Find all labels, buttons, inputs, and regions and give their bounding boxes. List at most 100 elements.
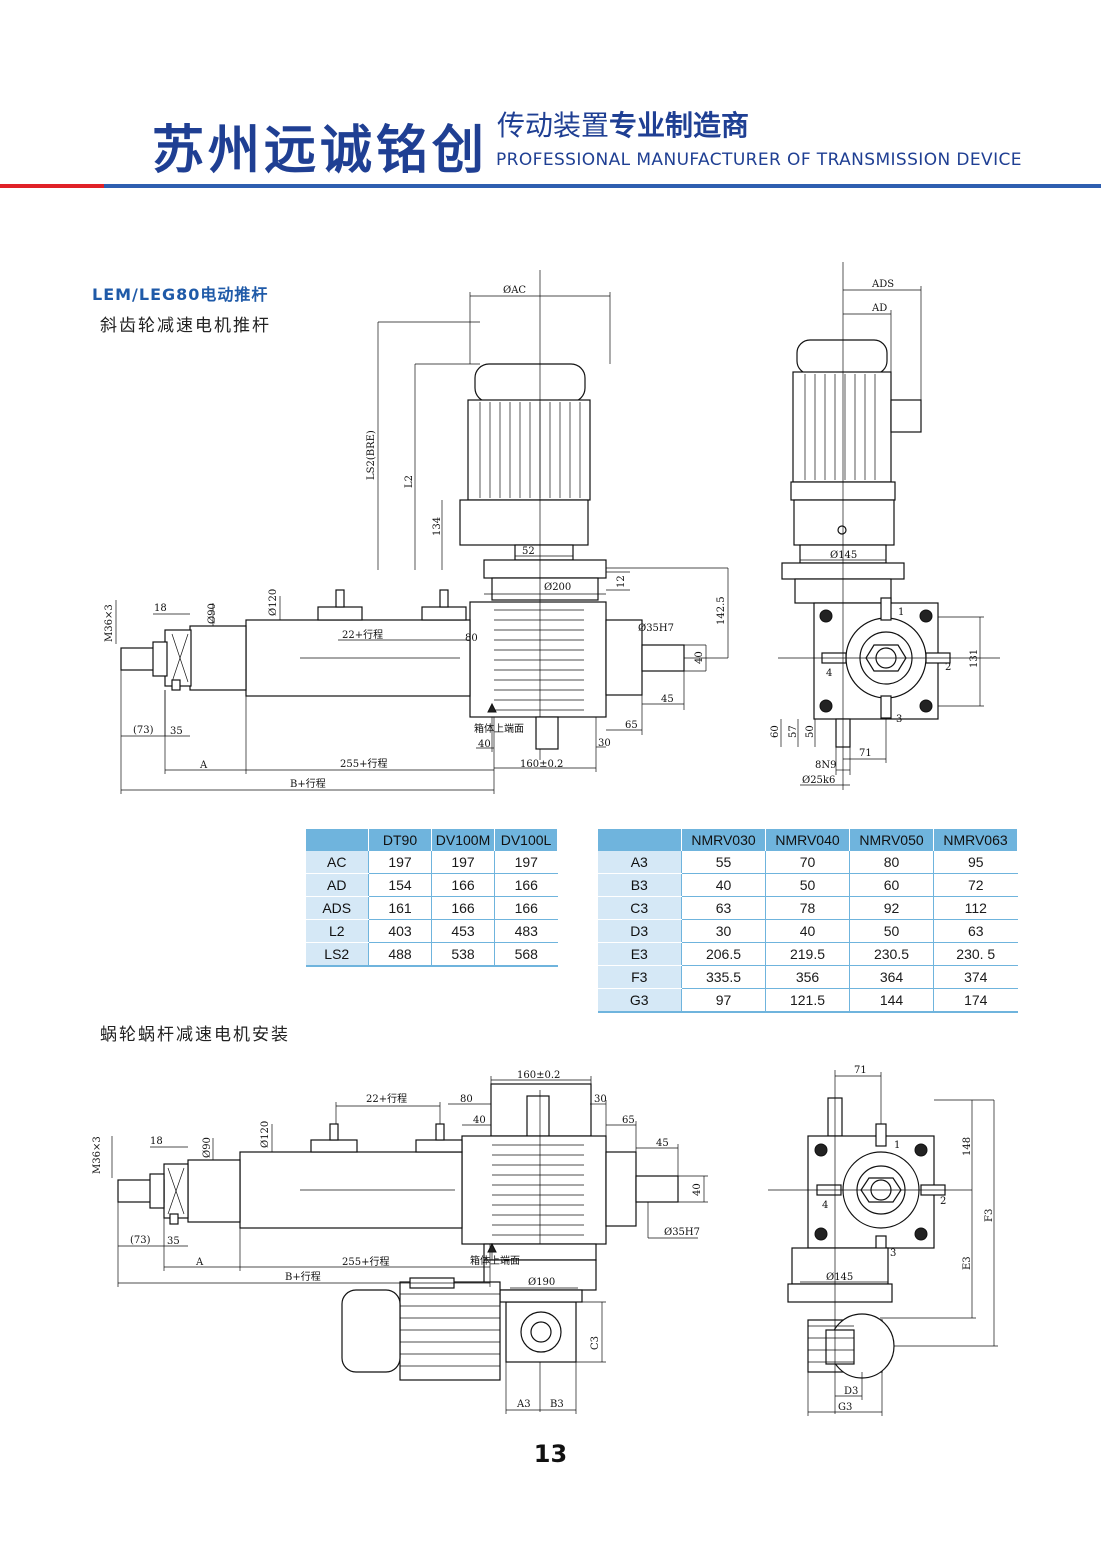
tagline-en: PROFESSIONAL MANUFACTURER OF TRANSMISSIO… <box>496 150 1022 170</box>
dim-25k6: Ø25k6 <box>802 775 835 786</box>
dim-oac: ØAC <box>503 285 526 296</box>
inner-rod-2 <box>187 1159 241 1223</box>
side-pin-2 <box>635 1175 679 1203</box>
worm-gearbox-top <box>499 1289 583 1303</box>
table-cell: 154 <box>368 873 432 897</box>
table-cell: 144 <box>849 988 934 1013</box>
dim-200: Ø200 <box>544 582 571 593</box>
table-cell: 72 <box>933 873 1018 897</box>
dim2-m36: M36×3 <box>92 1136 103 1174</box>
dim2-190: Ø190 <box>528 1277 555 1288</box>
dim2-bstroke: B+行程 <box>285 1270 321 1283</box>
dim-40b: 40 <box>478 739 491 750</box>
dim2-160: 160±0.2 <box>517 1070 560 1081</box>
row-label: E3 <box>597 942 682 966</box>
row-label: AD <box>305 873 369 897</box>
dim4-148: 148 <box>962 1137 973 1156</box>
limit-switch-3-knob <box>329 1123 339 1141</box>
row-label: LS2 <box>305 942 369 967</box>
dim-stroke22: 22+行程 <box>342 628 383 641</box>
limit-switch-3 <box>310 1139 358 1153</box>
dim4-g3: G3 <box>838 1402 852 1413</box>
worm-gearbox-core <box>530 1321 552 1343</box>
table-cell: 488 <box>368 942 432 967</box>
dim-60: 60 <box>770 725 781 738</box>
drawing-helical-end: ADS AD Ø145 131 60 57 50 71 8N9 Ø25k6 1 … <box>770 262 1000 790</box>
row-label: D3 <box>597 919 682 943</box>
gear-box <box>469 601 607 718</box>
dim-ls2: LS2(BRE) <box>366 430 377 480</box>
table-cell: 50 <box>765 873 850 897</box>
tagline-cn-a: 传动装置 <box>497 109 610 142</box>
dim4-e3: E3 <box>962 1256 973 1270</box>
label-boxtop: 箱体上端面 <box>474 722 524 735</box>
worm-gearbox-face <box>825 1329 855 1365</box>
limit-switch-1-knob <box>335 589 345 608</box>
dim-73: (73) <box>133 725 154 736</box>
grease-nipple-top-2 <box>875 1123 887 1147</box>
adapter-neck-end-2 <box>791 1247 889 1285</box>
row-label: A3 <box>597 851 682 874</box>
drawing-worm-side: 160±0.2 22+行程 80 30 40 65 45 Ø120 Ø90 18… <box>92 1070 708 1414</box>
table-cell: 63 <box>933 919 1018 943</box>
table-cell: 568 <box>494 942 558 967</box>
bolt-hole-1 <box>819 609 833 623</box>
bolt-hole-2 <box>919 609 933 623</box>
gear-reducer <box>459 499 589 546</box>
table-cell: 40 <box>681 873 766 897</box>
dim-145: Ø145 <box>830 550 857 561</box>
side-pin <box>641 644 685 672</box>
page-number: 13 <box>533 1440 568 1468</box>
dim2-65: 65 <box>622 1115 635 1126</box>
table-header-cell: NMRV040 <box>765 829 850 851</box>
table-cell: 121.5 <box>765 988 850 1013</box>
row-label: AC <box>305 851 369 874</box>
table-cell: 219.5 <box>765 942 850 966</box>
limit-switch-4 <box>415 1139 463 1153</box>
table-cell: 230.5 <box>849 942 934 966</box>
port4-2: 2 <box>940 1196 946 1207</box>
dim-35h7: Ø35H7 <box>638 623 674 634</box>
dim-ad: AD <box>871 303 887 314</box>
dim2-stroke22: 22+行程 <box>366 1092 407 1105</box>
grease-nipple-bottom <box>880 695 892 719</box>
table-cell: 40 <box>765 919 850 943</box>
dim-l2: L2 <box>404 475 415 488</box>
section-subtitle: 斜齿轮减速电机推杆 <box>100 316 271 336</box>
dim-1425: 142.5 <box>716 596 727 625</box>
rod-end <box>164 629 192 687</box>
table-cell: 335.5 <box>681 965 766 989</box>
dim2-40r: 40 <box>692 1183 703 1196</box>
table-cell: 166 <box>494 873 558 897</box>
lock-nut-2 <box>149 1173 165 1209</box>
reducer-plug <box>837 525 847 535</box>
table-cell: 63 <box>681 896 766 920</box>
grease-nipple-top <box>880 597 892 621</box>
header-rule-blue <box>104 184 1101 188</box>
table-header-cell: NMRV030 <box>681 829 766 851</box>
dim-bstroke: B+行程 <box>290 777 326 790</box>
table-cell: 453 <box>431 919 495 943</box>
limit-switch-1 <box>317 606 363 621</box>
dim-90: Ø90 <box>207 603 218 624</box>
bolt-hole-7 <box>814 1227 828 1241</box>
dim-160: 160±0.2 <box>520 759 563 770</box>
table-cell: 364 <box>849 965 934 989</box>
port-1: 1 <box>898 607 904 618</box>
port-3: 3 <box>896 714 902 725</box>
header-rule-red <box>0 184 104 188</box>
dim2-c3: C3 <box>590 1336 601 1350</box>
port-2: 2 <box>945 662 951 673</box>
gear-box-2 <box>461 1135 607 1245</box>
dim2-35h7: Ø35H7 <box>664 1227 700 1238</box>
adapter-neck <box>491 577 599 601</box>
output-key-shaft <box>535 716 559 750</box>
brand-name: 苏州远诚铭创 <box>152 120 489 181</box>
table-cell: 166 <box>431 896 495 920</box>
